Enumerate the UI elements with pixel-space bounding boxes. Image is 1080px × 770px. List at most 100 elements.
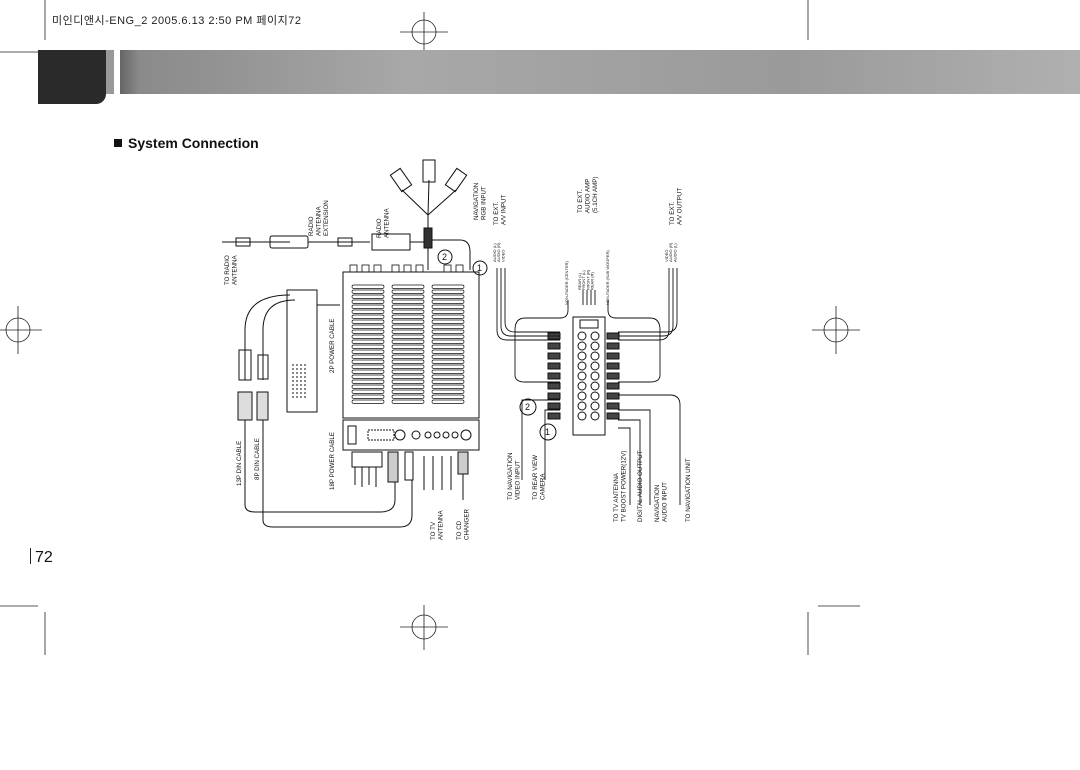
label-amp-sub: NON-FADER (SUB WOOFER) [605,250,610,305]
vent-dot [304,396,306,398]
banner-stripe [106,50,114,94]
label-to-rear-camera: TO REAR VIEW [532,455,539,500]
vent-slot [351,304,385,309]
vent-slot [431,324,465,329]
vent-slot [391,374,425,379]
label-to-nav-video: TO NAVIGATION [507,453,514,500]
vent-dot [296,372,298,374]
vent-slot [351,369,385,374]
vent-slot [351,329,385,334]
vent-slot [391,389,425,394]
vent-slot [431,339,465,344]
label-to-tv-antenna: TO TV [430,521,437,540]
label-to-ext-av-output: A/V OUTPUT [677,188,684,225]
vent-slot [391,369,425,374]
vent-dot [304,376,306,378]
label-to-ext-audio-amp: (5.1CH AMP) [592,177,599,213]
rca-jack [577,371,587,381]
power-18p-connector [351,451,469,500]
label-power2p: 2P POWER CABLE [329,318,336,373]
vent-dot [304,388,306,390]
callout-1-label: 1 [477,263,482,273]
label-to-ext-av-input: A/V INPUT [501,195,508,225]
rca-jack [590,361,600,371]
vent-slot [351,334,385,339]
label-av-input-pins: AUDIO (L) [492,243,497,262]
vent-slot [431,374,465,379]
section-title-text: System Connection [128,135,259,151]
banner-gray-band [120,50,1080,94]
vent-dot [300,392,302,394]
vent-dot [300,388,302,390]
vent-dot [292,376,294,378]
vent-slot [351,294,385,299]
rca-plug [547,372,561,380]
rca-plug [547,342,561,350]
vent-slot [391,349,425,354]
label-to-ext-av-input: TO EXT. [493,201,500,225]
label-av-output-pins: AUDIO (L) [672,243,677,262]
rca-plug [547,352,561,360]
vent-slot [431,349,465,354]
label-tv-boost: TV BOOST POWER(12V) [621,451,628,522]
rca-jack [590,331,600,341]
vent-slot [391,289,425,294]
rca-plug [606,392,620,400]
rca-plug [547,412,561,420]
callout-1-top [472,260,488,276]
rgb-input-harness [389,159,471,270]
vent-dot [292,392,294,394]
label-to-nav-unit: TO NAVIGATION UNIT [685,458,692,522]
rca-plug [606,402,620,410]
label-power18p: 18P POWER CABLE [329,432,336,490]
label-digital-audio: DIGITAL AUDIO OUTPUT [637,450,644,522]
vent-dot [296,388,298,390]
vent-slot [431,384,465,389]
rca-jack [577,351,587,361]
rca-jack [590,341,600,351]
din-cables [237,294,413,528]
rca-jack [590,391,600,401]
vent-dot [296,380,298,382]
label-av-output-pins: VIDEO [664,250,669,262]
rca-plug [606,372,620,380]
vent-slot [351,289,385,294]
rca-jack [590,401,600,411]
vent-slot [391,309,425,314]
av-junction-box [547,316,620,436]
header-banner [38,50,1080,104]
callout-2-bottom-label: 2 [525,402,530,412]
label-amp-pins: FRONT (R) [585,269,590,290]
vent-slot [351,359,385,364]
vent-slot [391,304,425,309]
vent-slot [351,384,385,389]
label-to-cd-changer: CHANGER [464,509,471,540]
vent-dot [304,380,306,382]
radio-antenna-cable [222,233,430,251]
rca-jack [590,381,600,391]
vent-dot [304,392,306,394]
vent-dot [304,372,306,374]
rca-jack [590,351,600,361]
label-din8: 8P DIN CABLE [254,438,261,480]
label-din13: 13P DIN CABLE [236,441,243,486]
vent-slot [431,359,465,364]
vent-slot [351,399,385,404]
vent-slot [391,384,425,389]
label-amp-pins: REAR (R) [590,272,595,290]
label-navigation-rgb-input: RGB INPUT [481,186,488,220]
vent-dot [296,384,298,386]
vent-slot [391,294,425,299]
vent-slot [391,339,425,344]
vent-dot [296,364,298,366]
vent-dot [300,380,302,382]
vent-slot [431,394,465,399]
callout-2-label: 2 [442,252,447,262]
vent-slot [391,299,425,304]
vent-slot [391,344,425,349]
label-tv-boost: TO TV ANTENNA [613,472,620,522]
vent-slot [431,344,465,349]
vent-slot [351,309,385,314]
